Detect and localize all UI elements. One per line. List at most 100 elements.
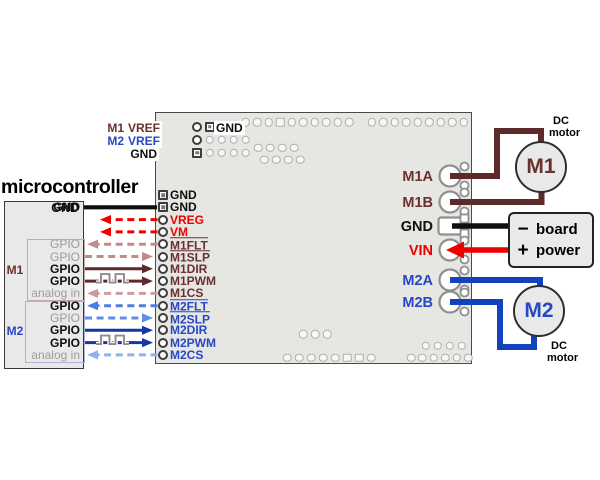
motor-wires xyxy=(450,128,545,350)
motor-word-label: motor xyxy=(547,351,579,364)
via-hole xyxy=(452,353,461,362)
via-hole xyxy=(287,117,296,127)
via-hole xyxy=(440,353,450,362)
arrowhead-m1dir xyxy=(142,264,153,274)
via-hole xyxy=(275,117,285,127)
via-hole xyxy=(282,353,292,362)
terminal-label-m2a: M2A xyxy=(402,273,433,289)
board-pin-m2pwm xyxy=(158,337,168,348)
m2b-wire xyxy=(450,299,537,350)
mcu-pin-label-m1pwm: GPIO xyxy=(49,274,80,289)
via-hole xyxy=(253,143,263,152)
board-pin-m2flt xyxy=(158,300,168,311)
via-hole xyxy=(295,155,305,164)
motor-word-label: motor xyxy=(549,126,581,139)
via-hole xyxy=(217,135,226,144)
mcu-gnd-label: GND xyxy=(51,200,79,215)
board-pin-label-m2cs: M2CS xyxy=(170,347,204,362)
m2a-wire xyxy=(450,277,543,287)
board-pin-m2dir xyxy=(158,325,168,336)
board-pin-label-m1cs: M1CS xyxy=(170,286,204,301)
terminal-label-gnd: GND xyxy=(400,219,433,235)
power-minus-row: − board xyxy=(510,220,592,239)
active-low-overline: M1SLP xyxy=(170,249,211,265)
board-pin-label-gnd: GND xyxy=(170,200,197,215)
via-hole xyxy=(205,148,214,157)
via-hole xyxy=(217,148,226,157)
via-hole xyxy=(322,329,332,339)
board-pin-label-m1slp: M1SLP xyxy=(170,249,211,265)
via-hole xyxy=(459,117,468,127)
mcu-pin-label-m2cs: analog in xyxy=(31,347,80,362)
via-hole xyxy=(421,341,430,350)
board-pin-label-m1flt: M1FLT xyxy=(170,237,208,251)
via-hole xyxy=(463,353,473,362)
m1a-pad-hole xyxy=(459,161,470,172)
board-pin-m1slp xyxy=(158,251,168,262)
board-pin-vreg xyxy=(158,214,168,225)
via-hole xyxy=(342,353,352,362)
gnd-top-pin xyxy=(192,147,202,158)
via-hole xyxy=(265,143,275,152)
motor-m1-caption: DC motor xyxy=(549,115,581,139)
plus-sign: + xyxy=(517,240,529,261)
top-m2-vref-label: VREF xyxy=(126,133,163,148)
m2a-pad-hole xyxy=(459,265,470,276)
vref-m2-pin xyxy=(192,134,202,145)
motor-m2-label: M2 xyxy=(524,299,554,322)
motor-m2-caption: DC motor xyxy=(547,340,579,364)
board-pin-label-m2slp: M2SLP xyxy=(170,311,211,325)
via-hole xyxy=(271,155,281,164)
via-hole xyxy=(318,353,328,362)
arrowhead-m2cs xyxy=(87,350,98,360)
via-hole xyxy=(321,117,331,127)
board-pin-m1pwm xyxy=(158,276,168,287)
pwm-waveform-icon xyxy=(96,334,129,346)
via-hole xyxy=(418,353,427,362)
minus-sign: − xyxy=(517,219,529,240)
via-hole xyxy=(390,117,399,127)
via-hole xyxy=(306,353,316,362)
board-pin-label-m1dir: M1DIR xyxy=(170,261,208,276)
via-hole xyxy=(283,155,293,164)
mcu-m1-group-label: M1 xyxy=(6,262,24,277)
via-hole xyxy=(344,117,354,127)
mcu-pin-label-m1flt: GPIO xyxy=(49,237,80,252)
microcontroller-heading: microcontroller xyxy=(1,176,139,198)
active-low-overline: M1FLT xyxy=(170,237,208,252)
terminal-label-m1b: M1B xyxy=(402,195,433,211)
top-m1-prefix: M1 xyxy=(107,120,124,135)
mcu-pin-label-m2slp: GPIO xyxy=(49,311,80,325)
m1a-wire xyxy=(450,128,544,179)
via-hole xyxy=(205,135,214,144)
board-pin-label-m2dir: M2DIR xyxy=(170,323,208,338)
board-pin-gnd xyxy=(158,202,168,213)
via-hole xyxy=(413,117,422,127)
via-hole xyxy=(366,353,376,362)
board-pin-gnd xyxy=(158,190,168,200)
board-pin-m2cs xyxy=(158,349,168,360)
terminal-label-vin: VIN xyxy=(408,243,433,259)
board-pin-label-vreg: VREG xyxy=(170,212,205,227)
arrowhead-vm xyxy=(100,227,111,237)
mcu-pin-label-m1cs: analog in xyxy=(31,286,80,301)
via-hole xyxy=(424,117,434,127)
dc-label: DC xyxy=(551,340,567,352)
via-hole xyxy=(367,117,376,127)
motor-m1: M1 xyxy=(515,141,567,193)
via-hole xyxy=(436,117,445,127)
top-gnd-label: GND xyxy=(118,146,159,161)
via-hole xyxy=(264,117,273,127)
board-pin-m1cs xyxy=(158,288,168,299)
via-hole xyxy=(310,117,319,127)
via-hole xyxy=(310,329,320,339)
vref-m1-pin xyxy=(192,121,202,132)
via-hole xyxy=(241,135,250,144)
via-hole xyxy=(289,143,299,152)
top-gnd-right-label: GND xyxy=(214,120,245,135)
pwm-waveform-icon xyxy=(96,273,129,284)
mcu-m2-group-label: M2 xyxy=(6,324,24,338)
via-hole xyxy=(259,155,269,164)
arrowhead-m2flt xyxy=(87,301,98,311)
